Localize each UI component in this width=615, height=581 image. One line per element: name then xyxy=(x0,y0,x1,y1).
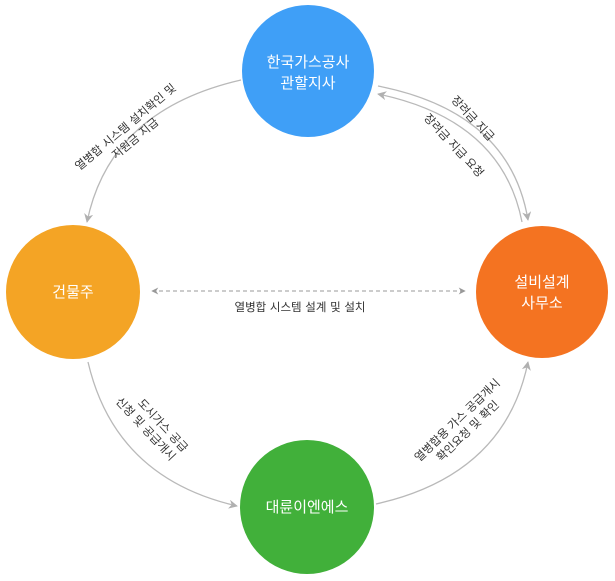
arrow-owner-to-energy xyxy=(87,361,238,509)
node-gas-corp-line2: 관할지사 xyxy=(280,74,335,92)
node-gas-corp: 한국가스공사 관할지사 xyxy=(242,5,374,137)
node-building-owner-circle xyxy=(6,225,140,359)
node-energy-company: 대륜이엔에스 xyxy=(240,440,374,574)
label-gas-to-owner-line1: 열병합 시스템 설치확인 및 xyxy=(72,81,179,174)
node-building-owner: 건물주 xyxy=(6,225,140,359)
node-design-office-circle xyxy=(476,226,608,358)
arrow-energy-to-office xyxy=(375,361,531,505)
label-owner-to-energy: 도시가스 공급 신청 및 공급개시 xyxy=(113,394,191,463)
node-gas-corp-circle xyxy=(242,5,374,137)
label-gas-to-owner: 열병합 시스템 설치확인 및 지원금 지급 xyxy=(72,81,179,174)
node-energy-company-line1: 대륜이엔에스 xyxy=(266,498,349,516)
arrow-office-to-gas xyxy=(377,91,523,223)
node-design-office-line1: 설비설계 xyxy=(514,273,569,291)
arrow-gas-to-owner xyxy=(84,79,242,223)
label-energy-to-office: 열병합용 가스 공급개시 확인요청 및 확인 xyxy=(412,376,503,465)
node-design-office: 설비설계 사무소 xyxy=(476,226,608,358)
node-design-office-line2: 사무소 xyxy=(521,294,563,312)
node-building-owner-line1: 건물주 xyxy=(52,283,93,301)
node-gas-corp-line1: 한국가스공사 xyxy=(267,53,350,71)
arrow-gas-to-office xyxy=(377,85,532,221)
label-owner-office: 열병합 시스템 설계 및 설치 xyxy=(234,300,365,314)
node-energy-company-circle xyxy=(240,440,374,574)
label-energy-to-office-line1: 열병합용 가스 공급개시 xyxy=(412,376,503,465)
